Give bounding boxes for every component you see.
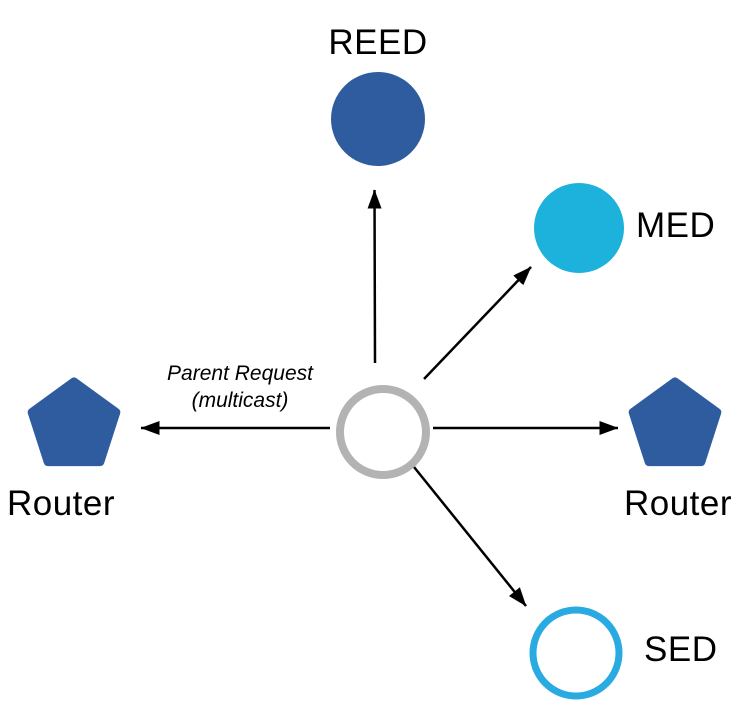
parent-request-line1: Parent Request (167, 362, 313, 385)
med-node-circle (534, 183, 624, 273)
router-right-pentagon-icon (628, 377, 722, 467)
router-left-label: Router (6, 484, 116, 523)
parent-request-line2: (multicast) (191, 389, 289, 412)
router-left-pentagon-icon (27, 377, 121, 467)
central-node-circle (336, 385, 430, 479)
arrow-to-med (423, 266, 532, 380)
reed-node-circle (331, 72, 425, 166)
sed-label: SED (644, 630, 718, 669)
reed-label: REED (328, 23, 428, 62)
router-right-label: Router (623, 484, 733, 523)
arrow-to-sed (413, 466, 527, 607)
med-label: MED (636, 206, 716, 245)
sed-node-circle (529, 606, 623, 700)
arrow-to-reed (367, 189, 382, 364)
parent-request-label: Parent Request (multicast) (138, 360, 342, 416)
